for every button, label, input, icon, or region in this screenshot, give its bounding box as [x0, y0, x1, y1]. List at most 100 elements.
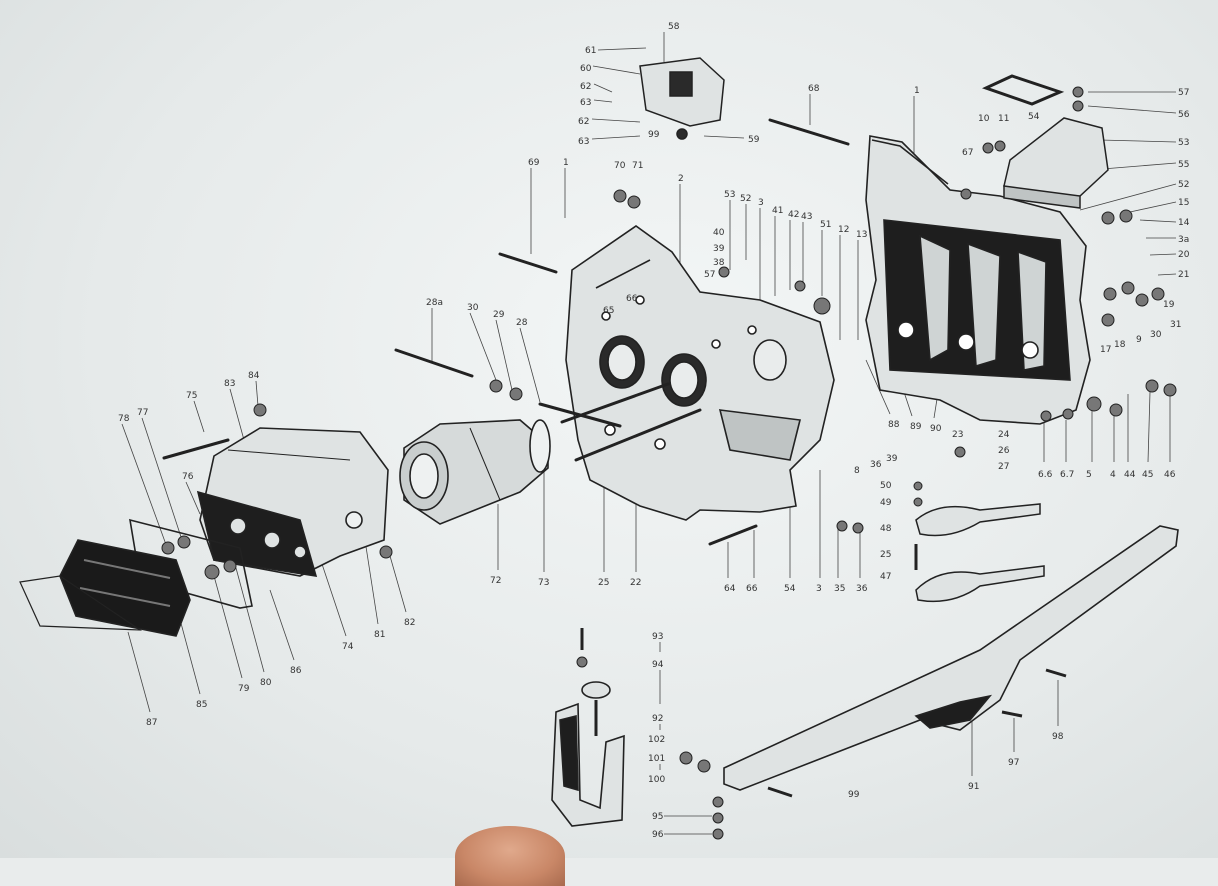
part-label-41: 38 — [713, 258, 725, 268]
part-label-49: 84 — [248, 371, 260, 381]
part-label-112: 98 — [1052, 732, 1064, 742]
part-label-48: 28 — [516, 318, 528, 328]
part-label-20: 20 — [1178, 250, 1190, 260]
part-label-54: 76 — [182, 472, 194, 482]
part-label-84: 73 — [538, 578, 550, 588]
part-label-25: 69 — [528, 158, 540, 168]
rear-mount — [551, 628, 625, 827]
part-label-99: 85 — [196, 700, 208, 710]
part-label-60: 31 — [1170, 320, 1182, 330]
part-label-43: 65 — [603, 306, 615, 316]
part-label-19: 3a — [1178, 235, 1190, 245]
crankcase-right-half — [865, 135, 1091, 425]
part-label-73: 45 — [1142, 470, 1154, 480]
part-label-18: 14 — [1178, 218, 1190, 228]
part-label-78: 50 — [880, 481, 892, 491]
cylinder-barrel — [399, 419, 551, 525]
part-label-66: 26 — [998, 446, 1010, 456]
part-label-76: 39 — [886, 454, 898, 464]
part-label-29: 2 — [678, 174, 684, 184]
oil-pipes — [914, 503, 1045, 603]
part-label-6: 63 — [578, 137, 590, 147]
part-label-42: 57 — [704, 270, 716, 280]
part-label-53: 77 — [137, 408, 149, 418]
part-label-105: 101 — [648, 754, 666, 764]
part-label-70: 5 — [1086, 470, 1092, 480]
part-label-63: 90 — [930, 424, 942, 434]
part-label-1: 61 — [585, 46, 597, 56]
part-label-81: 25 — [880, 550, 892, 560]
part-label-47: 29 — [493, 310, 505, 320]
part-label-12: 57 — [1178, 88, 1190, 98]
part-label-33: 41 — [772, 206, 784, 216]
part-label-56: 9 — [1136, 335, 1142, 345]
part-label-79: 49 — [880, 498, 892, 508]
part-label-35: 43 — [801, 212, 813, 222]
part-label-77: 8 — [854, 466, 860, 476]
part-label-102: 94 — [652, 660, 664, 670]
part-label-45: 28a — [426, 298, 443, 308]
part-label-22: 10 — [978, 114, 990, 124]
part-label-26: 1 — [563, 158, 569, 168]
part-label-13: 56 — [1178, 110, 1190, 120]
engine-mount — [639, 57, 725, 140]
part-label-50: 83 — [224, 379, 236, 389]
part-label-16: 52 — [1178, 180, 1190, 190]
part-label-109: 99 — [848, 790, 860, 800]
part-label-39: 40 — [713, 228, 725, 238]
part-label-17: 15 — [1178, 198, 1190, 208]
part-label-11: 54 — [1028, 112, 1040, 122]
part-label-37: 12 — [838, 225, 850, 235]
part-label-8: 59 — [748, 135, 760, 145]
part-label-7: 99 — [648, 130, 660, 140]
part-label-15: 55 — [1178, 160, 1190, 170]
part-label-44: 66 — [626, 294, 638, 304]
part-label-14: 53 — [1178, 138, 1190, 148]
part-label-10: 1 — [914, 86, 920, 96]
part-label-69: 6.7 — [1060, 470, 1075, 480]
part-label-71: 4 — [1110, 470, 1116, 480]
part-label-65: 23 — [952, 430, 964, 440]
part-label-5: 62 — [578, 117, 590, 127]
part-label-57: 18 — [1114, 340, 1126, 350]
part-label-34: 42 — [788, 210, 800, 220]
part-label-96: 86 — [290, 666, 302, 676]
part-label-104: 102 — [648, 735, 666, 745]
part-label-103: 92 — [652, 714, 664, 724]
part-label-51: 75 — [186, 391, 198, 401]
part-label-61: 88 — [888, 420, 900, 430]
part-label-107: 95 — [652, 812, 664, 822]
part-label-92: 36 — [856, 584, 868, 594]
engine-exploded-diagram — [19, 32, 1179, 840]
part-label-0: 58 — [668, 22, 680, 32]
part-label-111: 97 — [1008, 758, 1020, 768]
part-label-75: 36 — [870, 460, 882, 470]
part-label-31: 52 — [740, 194, 752, 204]
part-label-86: 22 — [630, 578, 642, 588]
part-label-30: 53 — [724, 190, 736, 200]
crankcase-left-half — [565, 225, 835, 521]
part-label-90: 3 — [816, 584, 822, 594]
part-label-9: 68 — [808, 84, 820, 94]
part-label-74: 46 — [1164, 470, 1176, 480]
fasteners — [161, 86, 1177, 840]
part-label-23: 11 — [998, 114, 1010, 124]
part-label-94: 82 — [404, 618, 416, 628]
part-label-108: 96 — [652, 830, 664, 840]
part-label-21: 21 — [1178, 270, 1190, 280]
part-label-82: 47 — [880, 572, 892, 582]
engine-carrier — [723, 525, 1179, 798]
part-label-97: 79 — [238, 684, 250, 694]
part-label-46: 30 — [467, 303, 479, 313]
part-label-27: 70 — [614, 161, 626, 171]
part-label-62: 89 — [910, 422, 922, 432]
part-label-101: 93 — [652, 632, 664, 642]
part-label-110: 91 — [968, 782, 980, 792]
part-label-4: 63 — [580, 98, 592, 108]
studs — [162, 118, 850, 546]
part-label-100: 87 — [146, 718, 158, 728]
part-label-95: 74 — [342, 642, 354, 652]
part-label-36: 51 — [820, 220, 832, 230]
part-label-32: 3 — [758, 198, 764, 208]
part-label-64: 24 — [998, 430, 1010, 440]
